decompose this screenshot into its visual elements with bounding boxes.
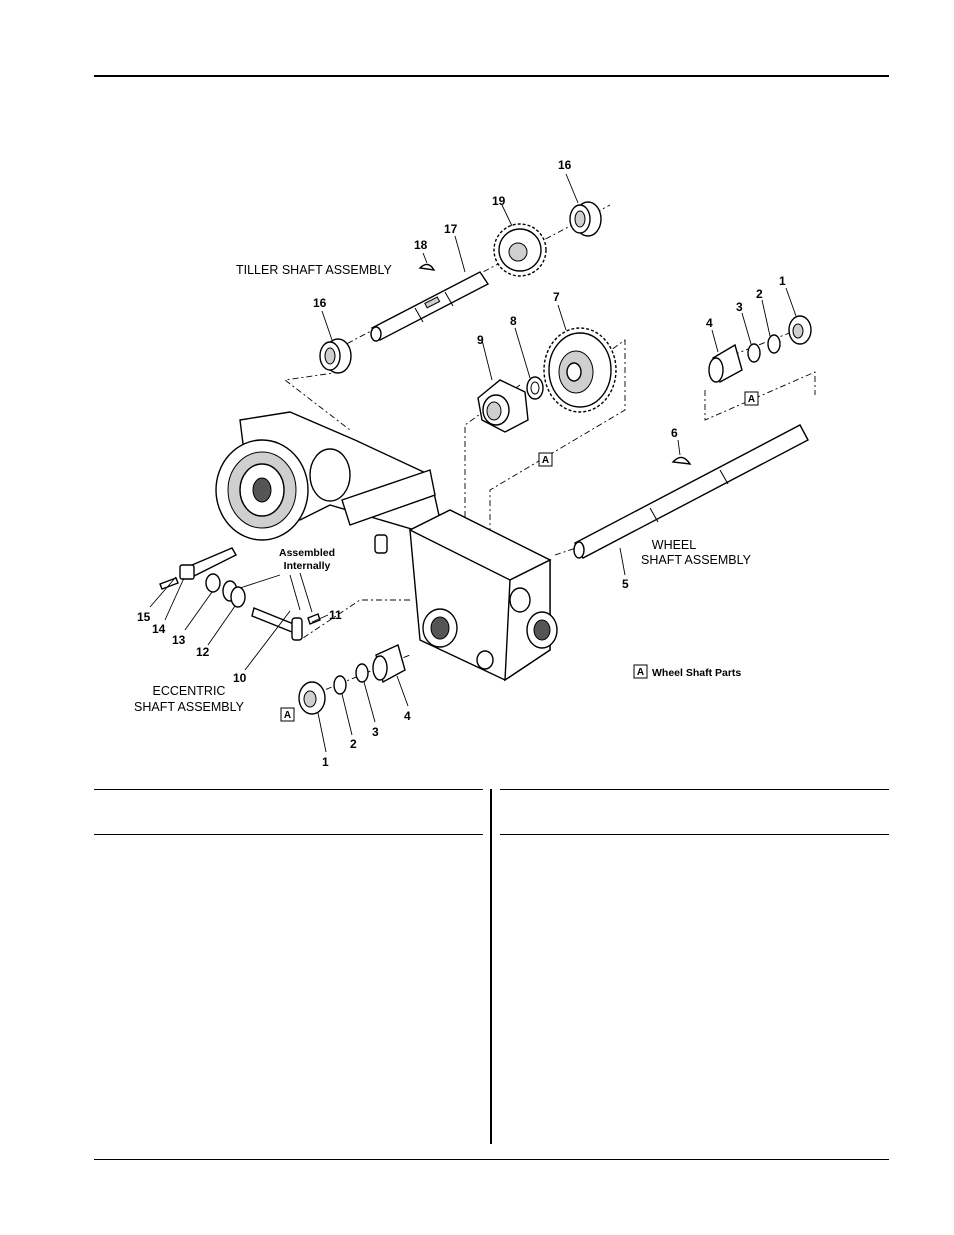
legend: A Wheel Shaft Parts [633, 664, 741, 679]
woodruff-key-18 [418, 263, 436, 271]
gear-19 [493, 223, 547, 277]
callout-15: 15 [137, 610, 151, 624]
legend-box-letter: A [637, 667, 644, 678]
callout-1-right: 1 [779, 274, 786, 288]
callout-4-bottom: 4 [404, 709, 411, 723]
callout-3-bottom: 3 [372, 725, 379, 739]
callout-13: 13 [172, 633, 186, 647]
callout-2-right: 2 [756, 287, 763, 301]
callout-7: 7 [553, 290, 560, 304]
callout-1-bottom: 1 [322, 755, 329, 769]
woodruff-key-6 [671, 456, 692, 465]
wheel-parts-right [708, 315, 812, 384]
callout-14: 14 [152, 622, 166, 636]
svg-text:A: A [284, 710, 291, 721]
clutch-9 [477, 379, 529, 433]
callout-17: 17 [444, 222, 458, 236]
tiller-housing [215, 411, 441, 541]
eccentric-parts [159, 547, 321, 641]
bottom-rule [94, 1159, 889, 1160]
wheel-caption-line2: SHAFT ASSEMBLY [641, 553, 752, 567]
svg-text:A: A [748, 394, 755, 405]
gearbox-housing [374, 509, 558, 682]
callout-numbers: 16 19 17 18 16 7 8 9 1 2 3 4 6 5 15 14 1… [137, 158, 786, 769]
callout-11: 11 [329, 608, 342, 622]
wheel-parts-bottom [298, 644, 406, 715]
eccentric-caption-line1: ECCENTRIC [153, 684, 226, 698]
callout-16-top: 16 [558, 158, 572, 172]
box-marker-a-bottom: A [280, 707, 295, 722]
box-marker-a-middle: A [538, 452, 553, 467]
callout-9: 9 [477, 333, 484, 347]
bearing-16-left [319, 338, 352, 374]
callout-12: 12 [196, 645, 210, 659]
wheel-caption-line1: WHEEL [652, 538, 697, 552]
leader-lines [149, 173, 797, 753]
left-table-rule-header [94, 834, 483, 835]
exploded-parts-diagram: 16 19 17 18 16 7 8 9 1 2 3 4 6 5 15 14 1… [134, 158, 816, 769]
assembled-note-line1: Assembled [279, 547, 335, 559]
washer-8 [526, 376, 544, 400]
callout-16-left: 16 [313, 296, 327, 310]
callout-6: 6 [671, 426, 678, 440]
legend-text: Wheel Shaft Parts [652, 667, 741, 679]
left-table-rule-top [94, 789, 483, 790]
wheel-shaft [573, 424, 809, 559]
svg-text:A: A [542, 455, 549, 466]
callout-2-bottom: 2 [350, 737, 357, 751]
callout-4-right: 4 [706, 316, 713, 330]
tiller-caption: TILLER SHAFT ASSEMBLY [236, 263, 393, 277]
bearing-16-top [569, 201, 602, 237]
callout-10: 10 [233, 671, 247, 685]
callout-18: 18 [414, 238, 428, 252]
eccentric-caption-line2: SHAFT ASSEMBLY [134, 700, 245, 714]
assembled-note-line2: Internally [284, 560, 331, 572]
box-marker-a-right: A [744, 391, 759, 406]
top-rule [94, 75, 889, 77]
callout-5: 5 [622, 577, 629, 591]
callout-8: 8 [510, 314, 517, 328]
right-table-rule-top [500, 789, 889, 790]
callout-3-right: 3 [736, 300, 743, 314]
callout-19: 19 [492, 194, 506, 208]
tiller-shaft [370, 271, 490, 342]
column-divider [490, 789, 492, 1144]
gear-7 [543, 327, 617, 413]
right-table-rule-header [500, 834, 889, 835]
